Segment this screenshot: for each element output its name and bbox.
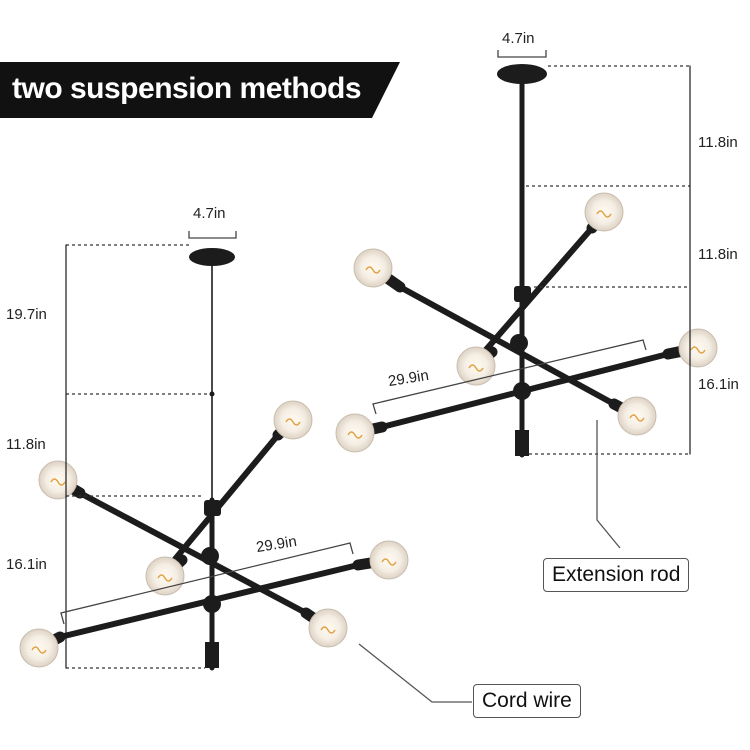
extension-rod-fixture xyxy=(335,50,718,549)
cord-bulb-upper-left-filament xyxy=(50,478,66,486)
rod-arm-diagonal xyxy=(397,284,617,407)
cord-canopy-width-label: 4.7in xyxy=(193,205,226,222)
rod-hub-lower xyxy=(513,382,531,400)
cord-wire-callout: Cord wire xyxy=(473,684,581,718)
cord-dim-middle-label: 11.8in xyxy=(6,436,46,453)
rod-bulb-top-filament xyxy=(596,210,612,218)
cord-bulb-left-filament xyxy=(31,646,47,654)
rod-bulb-top xyxy=(584,192,624,232)
rod-bulb-lower-right-filament xyxy=(629,414,645,422)
cord-bulb-top-filament xyxy=(285,418,301,426)
rod-bulb-right-filament xyxy=(690,346,706,354)
cord-hub-middle xyxy=(201,547,219,565)
cord-dim-bottom-label: 16.1in xyxy=(6,556,47,573)
rod-canopy-bracket xyxy=(497,50,547,58)
rod-arm-upper xyxy=(474,225,595,363)
rod-bulb-lower-right xyxy=(617,396,657,436)
rod-bulb-center xyxy=(456,346,496,386)
rod-dim-middle-label: 11.8in xyxy=(698,246,738,263)
title-banner xyxy=(0,62,400,118)
cord-canopy-bracket xyxy=(188,231,237,239)
rod-bottom-stub xyxy=(515,430,529,456)
cord-dim-top-label: 19.7in xyxy=(6,306,47,323)
cord-arm-diagonal xyxy=(77,490,309,616)
cord-bulb-right-filament xyxy=(381,558,397,566)
rod-bulb-left-filament xyxy=(347,431,363,439)
cord-hub-upper xyxy=(204,500,221,516)
cord-hub-lower xyxy=(203,595,221,613)
cord-bulb-lower-right-filament xyxy=(320,626,336,634)
cord-bulb-lower-right xyxy=(308,608,348,648)
rod-canopy xyxy=(497,64,547,84)
rod-bulb-center-filament xyxy=(468,364,484,372)
rod-bulb-right xyxy=(678,328,718,368)
rod-bulb-upper-left-filament xyxy=(365,266,381,274)
rod-callout-leader xyxy=(596,420,621,549)
rod-canopy-width-label: 4.7in xyxy=(502,30,535,47)
rod-bulb-left xyxy=(335,413,375,453)
rod-span-bracket xyxy=(372,339,647,415)
cord-callout-leader xyxy=(358,643,472,703)
cord-bulb-center xyxy=(145,556,185,596)
rod-hub-middle xyxy=(510,334,528,352)
cord-bulb-center-filament xyxy=(157,574,173,582)
cord-bulb-upper-left xyxy=(38,460,78,500)
cord-joint xyxy=(209,391,215,397)
cord-bulb-top xyxy=(273,400,313,440)
cord-bulb-left xyxy=(19,628,59,668)
cord-bottom-stub xyxy=(205,642,219,668)
extension-rod-callout: Extension rod xyxy=(543,558,690,592)
cord-arm-upper xyxy=(163,432,281,573)
cord-canopy xyxy=(189,248,235,266)
rod-dim-bottom-label: 16.1in xyxy=(698,376,739,393)
rod-hub-upper xyxy=(514,286,531,302)
rod-dim-top-label: 11.8in xyxy=(698,134,738,151)
cord-bulb-right xyxy=(369,540,409,580)
rod-bulb-upper-left xyxy=(353,248,393,288)
cord-wire-fixture xyxy=(19,231,472,703)
banner-title: two suspension methods xyxy=(12,72,362,105)
cord-span-bracket xyxy=(60,542,354,625)
